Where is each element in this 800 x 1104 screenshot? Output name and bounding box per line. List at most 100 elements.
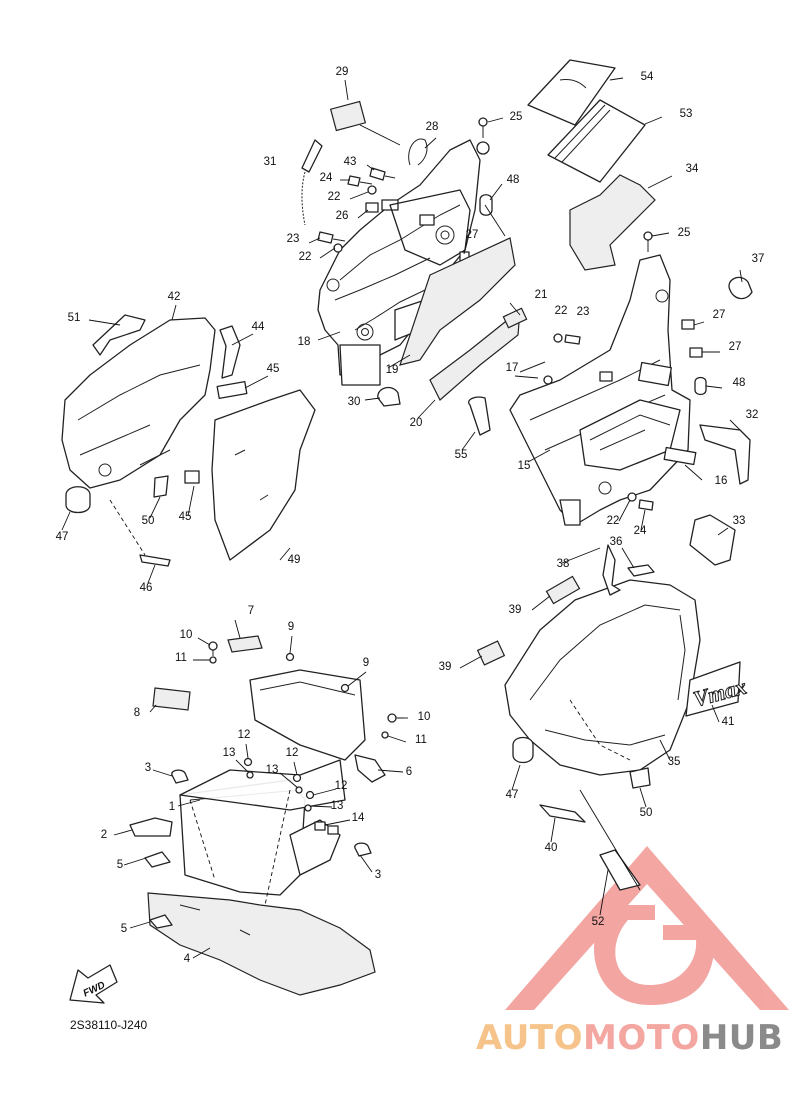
part-number-47: 47: [56, 531, 69, 543]
part-number-2: 2: [101, 829, 107, 841]
part-number-12: 12: [286, 747, 299, 759]
part-number-12: 12: [335, 780, 348, 792]
part-number-1: 1: [169, 801, 175, 813]
part-number-22: 22: [299, 251, 312, 263]
part-number-22: 22: [328, 191, 341, 203]
part-number-49: 49: [288, 554, 301, 566]
part-number-3: 3: [145, 762, 151, 774]
part-number-26: 26: [336, 210, 349, 222]
part-number-25: 25: [510, 111, 523, 123]
part-number-9: 9: [363, 657, 369, 669]
part-number-23: 23: [577, 306, 590, 318]
left-side-cover-42: [61, 317, 216, 489]
part-38: [602, 544, 621, 596]
part-number-15: 15: [518, 460, 531, 472]
part-number-22: 22: [555, 305, 568, 317]
part-number-39: 39: [439, 661, 452, 673]
part-number-8: 8: [134, 707, 140, 719]
part-39: [545, 575, 581, 605]
part-number-53: 53: [680, 108, 693, 120]
part-number-45: 45: [267, 363, 280, 375]
part-number-39: 39: [509, 604, 522, 616]
part-53: [547, 99, 646, 183]
part-number-21: 21: [535, 289, 548, 301]
part-number-16: 16: [715, 475, 728, 487]
drawing-code: 2S38110-J240: [70, 1018, 148, 1032]
cable-28: [408, 138, 428, 166]
part-number-42: 42: [168, 291, 181, 303]
part-number-41: 41: [722, 716, 735, 728]
part-number-51: 51: [68, 312, 81, 324]
part-51: [92, 314, 146, 356]
part-number-4: 4: [184, 953, 191, 965]
watermark-brand-auto: AUTO: [476, 1018, 583, 1058]
part-number-17: 17: [506, 362, 519, 374]
part-number-48: 48: [507, 174, 520, 186]
part-number-11: 11: [415, 734, 427, 746]
part-number-23: 23: [287, 233, 300, 245]
part-number-27: 27: [466, 229, 479, 241]
part-number-47: 47: [506, 789, 519, 801]
part-number-32: 32: [746, 409, 759, 421]
watermark-logo-icon: [505, 846, 789, 1010]
part-number-44: 44: [252, 321, 265, 333]
tray-4: [147, 892, 376, 996]
part-number-33: 33: [733, 515, 746, 527]
part-number-34: 34: [686, 163, 699, 175]
part-number-31: 31: [264, 156, 277, 168]
part-number-13: 13: [266, 764, 279, 776]
part-number-54: 54: [641, 71, 654, 83]
strap-32: [699, 424, 751, 485]
part-number-55: 55: [455, 449, 468, 461]
part-number-11: 11: [175, 652, 187, 664]
panel-49: [211, 389, 316, 561]
watermark-brand-hub: HUB: [699, 1018, 784, 1058]
watermark-brand: AUTOMOTOHUB: [476, 1018, 783, 1058]
part-number-30: 30: [348, 396, 361, 408]
part-number-10: 10: [418, 711, 431, 723]
part-number-19: 19: [386, 364, 399, 376]
watermark-brand-moto: MOTO: [582, 1018, 700, 1058]
part-number-7: 7: [248, 605, 254, 617]
part-number-13: 13: [331, 800, 344, 812]
battery-box-assembly: [179, 669, 386, 896]
part-number-13: 13: [223, 747, 236, 759]
part-number-50: 50: [142, 515, 155, 527]
part-number-20: 20: [410, 417, 423, 429]
part-number-36: 36: [610, 536, 623, 548]
part-number-18: 18: [298, 336, 311, 348]
part-number-12: 12: [238, 729, 251, 741]
part-34: [569, 174, 656, 271]
part-number-9: 9: [288, 621, 294, 633]
fwd-arrow-icon: FWD: [69, 964, 118, 1004]
part-number-5: 5: [121, 923, 127, 935]
part-52: [599, 849, 641, 891]
part-number-5: 5: [117, 859, 123, 871]
part-number-29: 29: [336, 66, 349, 78]
part-number-22: 22: [607, 515, 620, 527]
part-number-52: 52: [592, 916, 605, 928]
part-7: [227, 635, 263, 653]
part-number-40: 40: [545, 842, 558, 854]
part-number-14: 14: [352, 812, 365, 824]
part-2: [129, 817, 173, 837]
part-number-10: 10: [180, 629, 193, 641]
part-number-25: 25: [678, 227, 691, 239]
part-number-6: 6: [406, 766, 412, 778]
part-number-45: 45: [179, 511, 192, 523]
part-number-48: 48: [733, 377, 746, 389]
part-number-28: 28: [426, 121, 439, 133]
part-number-24: 24: [320, 172, 333, 184]
part-number-35: 35: [668, 756, 681, 768]
part-number-38: 38: [557, 558, 570, 570]
part-number-37: 37: [752, 253, 765, 265]
part-number-43: 43: [344, 156, 357, 168]
part-number-50: 50: [640, 807, 653, 819]
part-number-27: 27: [729, 341, 742, 353]
strap-33: [689, 514, 736, 566]
part-number-46: 46: [140, 582, 153, 594]
part-8: [152, 687, 191, 711]
part-number-24: 24: [634, 525, 647, 537]
